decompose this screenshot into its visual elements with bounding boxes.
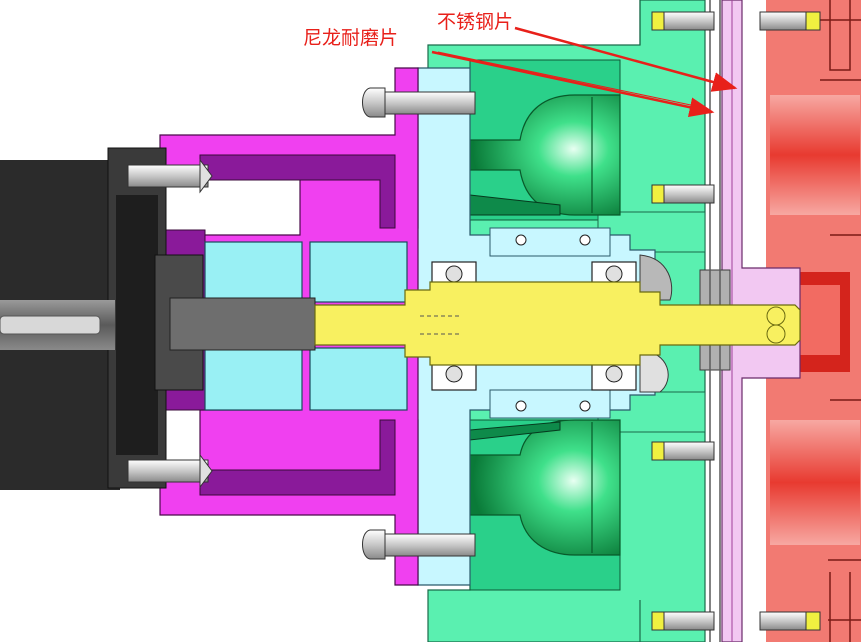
bracket-bolts [127,87,476,560]
label-nylon-wear-plate: 尼龙耐磨片 [303,27,398,49]
bolt-motor-upper [127,158,213,194]
plate-bolts [651,11,821,631]
pump-body-red [766,0,861,642]
impeller-lower [464,419,621,556]
label-stainless-plate: 不锈钢片 [437,11,513,33]
nylon-arrow [431,50,715,118]
retaining-rings [515,234,591,412]
impeller-upper [464,94,621,216]
motor-shaft [169,297,316,351]
steel-arrow [514,26,738,92]
bolt-top-bracket [362,87,476,118]
motor [0,147,204,490]
pump-shaft [314,281,801,366]
nylon-arrow-thin [437,51,706,109]
bolt-motor-lower [127,453,213,489]
bolt-bottom-bracket [362,529,476,560]
coupling [204,241,408,411]
